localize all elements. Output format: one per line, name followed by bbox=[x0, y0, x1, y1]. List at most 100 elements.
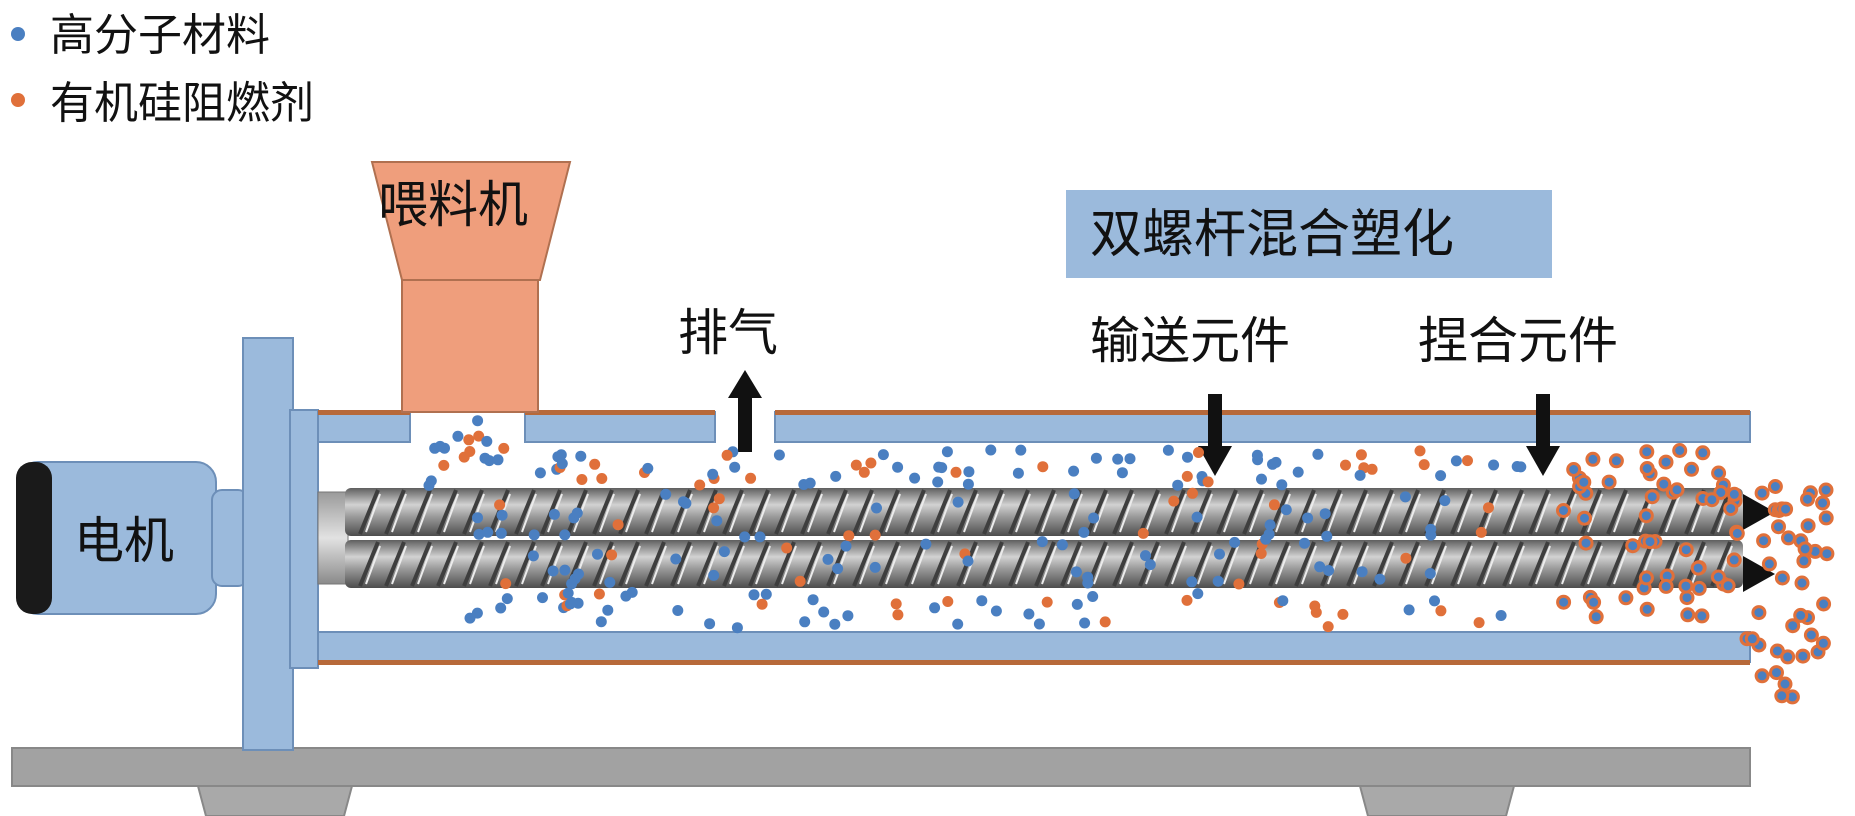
material-particle bbox=[871, 502, 882, 514]
material-particle bbox=[1088, 512, 1100, 524]
material-particle bbox=[1450, 455, 1462, 467]
compound-particle bbox=[1754, 668, 1770, 684]
screw-flight-highlight bbox=[1301, 545, 1317, 585]
material-particle bbox=[473, 430, 485, 442]
material-particle bbox=[494, 499, 506, 511]
material-particle bbox=[711, 515, 723, 527]
material-particle bbox=[739, 531, 751, 543]
material-particle bbox=[933, 461, 945, 473]
compound-particle bbox=[1723, 501, 1739, 517]
material-particle bbox=[877, 449, 889, 461]
material-particle bbox=[708, 569, 720, 581]
material-particle bbox=[843, 530, 855, 542]
screw-flight-highlight bbox=[1457, 545, 1473, 585]
material-particle bbox=[464, 446, 476, 457]
screw-flight bbox=[1450, 489, 1472, 535]
compound-particle bbox=[1644, 489, 1660, 505]
material-particle bbox=[1168, 495, 1180, 507]
material-particle bbox=[976, 595, 988, 607]
compound-particle bbox=[1726, 552, 1742, 568]
material-particle bbox=[1012, 467, 1024, 479]
material-particle bbox=[1340, 459, 1351, 471]
material-particle bbox=[1511, 461, 1523, 472]
material-particle bbox=[1023, 608, 1035, 620]
material-particle bbox=[985, 444, 997, 456]
compound-particle bbox=[1578, 535, 1594, 551]
material-particle bbox=[1321, 530, 1333, 542]
feeder-throat bbox=[401, 279, 539, 413]
screw-flight-highlight bbox=[1613, 545, 1629, 585]
screw-flight bbox=[1398, 489, 1420, 535]
screw-flight bbox=[514, 541, 536, 587]
screw-flight bbox=[1138, 489, 1160, 535]
material-particle bbox=[1079, 617, 1091, 629]
material-particle bbox=[1439, 495, 1451, 507]
motor: 电机 bbox=[16, 461, 249, 615]
compound-particle bbox=[1800, 491, 1815, 507]
screw-flight bbox=[1294, 489, 1316, 535]
material-particle bbox=[754, 531, 766, 543]
screw-flight-highlight bbox=[1171, 493, 1187, 533]
screw-flight-highlight bbox=[807, 545, 823, 585]
material-particle bbox=[1192, 588, 1204, 600]
material-particle bbox=[527, 550, 539, 562]
screw-flight-highlight bbox=[443, 493, 459, 533]
compound-particle bbox=[1771, 519, 1786, 535]
material-particle bbox=[731, 622, 743, 634]
screw-flight-highlight bbox=[1223, 545, 1239, 585]
screw-flight-highlight bbox=[1041, 493, 1057, 533]
material-particle bbox=[464, 612, 476, 624]
compound-particle bbox=[1638, 570, 1654, 586]
screw-flight bbox=[1320, 541, 1342, 587]
screw-flight-highlight bbox=[1067, 545, 1083, 585]
compound-particle bbox=[1710, 569, 1726, 585]
screw-flight-highlight bbox=[989, 493, 1005, 533]
screw-flight-highlight bbox=[365, 545, 381, 585]
screw-flight-highlight bbox=[1535, 545, 1551, 585]
material-particle bbox=[1414, 445, 1426, 457]
material-particle bbox=[890, 598, 902, 610]
material-particle bbox=[1082, 571, 1094, 583]
material-particle bbox=[962, 478, 974, 490]
screw-flight bbox=[1528, 489, 1550, 535]
material-particle bbox=[1068, 488, 1080, 500]
screw-flight bbox=[1606, 541, 1628, 587]
material-particle bbox=[498, 442, 510, 454]
material-particle bbox=[1233, 578, 1245, 590]
compound-particle bbox=[1601, 474, 1617, 490]
material-particle bbox=[840, 540, 852, 552]
compound-particle bbox=[1690, 560, 1706, 576]
material-particle bbox=[892, 609, 904, 621]
screw-tip-lower bbox=[1743, 556, 1775, 592]
feeder-funnel bbox=[370, 161, 572, 281]
material-particle bbox=[593, 588, 605, 600]
screw-flight bbox=[358, 489, 380, 535]
screw-flight bbox=[1398, 541, 1420, 587]
kneading-element-callout: 捏合元件 bbox=[1418, 312, 1618, 476]
material-particle bbox=[818, 606, 830, 618]
screw-flight-highlight bbox=[1015, 493, 1031, 533]
screw-flight-highlight bbox=[1483, 493, 1499, 533]
material-particle bbox=[1191, 511, 1203, 523]
material-particle bbox=[1033, 618, 1045, 630]
material-particle bbox=[829, 618, 841, 630]
material-particle bbox=[1264, 519, 1276, 531]
compound-particle bbox=[1780, 649, 1796, 665]
screw-flight bbox=[956, 489, 978, 535]
material-particle bbox=[482, 526, 494, 538]
material-particle bbox=[495, 527, 507, 539]
screw-flight bbox=[1112, 541, 1134, 587]
material-particle bbox=[1299, 537, 1310, 549]
material-particle bbox=[1314, 561, 1326, 573]
material-particle bbox=[1140, 550, 1151, 562]
material-particle bbox=[606, 549, 618, 561]
material-particle bbox=[952, 618, 964, 630]
material-particle bbox=[1280, 504, 1292, 516]
compound-particle bbox=[1588, 609, 1604, 625]
screw-flight-highlight bbox=[911, 493, 927, 533]
screw-flight-highlight bbox=[599, 493, 615, 533]
material-particle bbox=[832, 563, 844, 575]
material-particle bbox=[592, 548, 603, 560]
screw-flight bbox=[696, 489, 718, 535]
material-particle bbox=[830, 470, 842, 482]
